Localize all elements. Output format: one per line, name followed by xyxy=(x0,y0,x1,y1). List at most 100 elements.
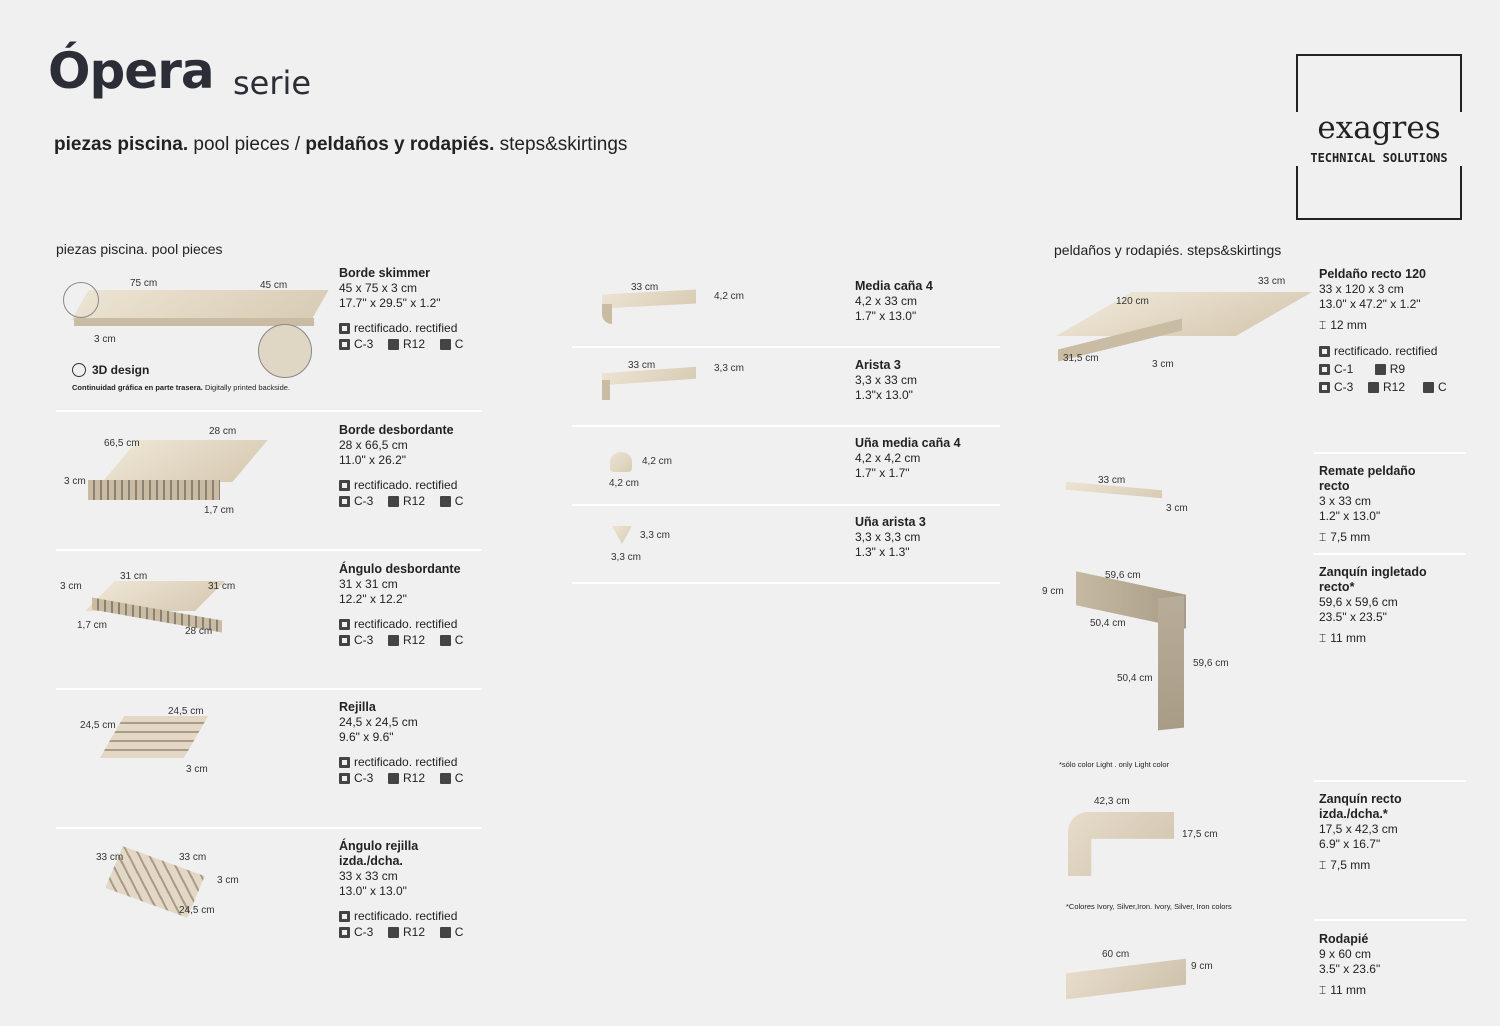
thickness-row: ⌶11 mm xyxy=(1319,630,1427,646)
dim-label: 3 cm xyxy=(60,581,82,592)
pool-item-image-angulo: 3 cm 31 cm 31 cm 1,7 cm 28 cm xyxy=(56,565,316,645)
pool-item-image-skimmer: 75 cm 45 cm 3 cm xyxy=(60,270,330,390)
divider xyxy=(56,410,482,412)
divider xyxy=(56,688,482,690)
chemical-icon xyxy=(1319,381,1330,393)
dim-label: 120 cm xyxy=(1116,296,1149,307)
slip-icon xyxy=(1374,363,1386,375)
product-name-2: izda./dcha.* xyxy=(1319,807,1388,821)
logo-name: exagres xyxy=(1317,110,1441,146)
color-note: *Colores Ivory, Silver,Iron. Ivory, Silv… xyxy=(1066,902,1232,911)
slip-c-icon xyxy=(439,495,451,507)
rectified-label: rectificado. rectified xyxy=(354,755,458,769)
product-name: Zanquín ingletado xyxy=(1319,565,1427,579)
3d-icon xyxy=(72,363,86,377)
steps-item-info: Zanquín ingletado recto* 59,6 x 59,6 cm … xyxy=(1319,565,1427,646)
product-name: Media caña 4 xyxy=(855,279,933,293)
product-name: Borde desbordante xyxy=(339,423,454,437)
divider xyxy=(572,582,1000,584)
rating-r12: R12 xyxy=(403,771,426,785)
chemical-icon xyxy=(339,926,350,938)
product-dim-in: 12.2" x 12.2" xyxy=(339,592,407,606)
dim-label: 9 cm xyxy=(1191,961,1213,972)
rating-r12: R12 xyxy=(403,337,426,351)
dim-label: 3 cm xyxy=(1166,503,1188,514)
thickness-row: ⌶11 mm xyxy=(1319,982,1380,998)
rectified-row: rectificado. rectified xyxy=(339,477,463,493)
rating-row: C-3 R12 C xyxy=(339,770,463,786)
design3d-note: Continuidad gráfica en parte trasera. Di… xyxy=(72,383,290,392)
page-subtitle: piezas piscina. pool pieces / peldaños y… xyxy=(54,134,627,156)
slip-icon xyxy=(388,338,400,350)
product-dim-cm: 28 x 66,5 cm xyxy=(339,438,408,452)
product-dim-in: 23.5" x 23.5" xyxy=(1319,610,1387,624)
product-dim-cm: 3,3 x 3,3 cm xyxy=(855,530,921,544)
thickness-row: ⌶7,5 mm xyxy=(1319,529,1416,545)
product-dim-in: 9.6" x 9.6" xyxy=(339,730,394,744)
dim-label: 28 cm xyxy=(185,626,213,637)
product-name-2: recto* xyxy=(1319,580,1355,594)
slip-icon xyxy=(388,634,400,646)
rating-c3: C-3 xyxy=(354,925,374,939)
middle-item-image-media-cana: 33 cm 4,2 cm xyxy=(600,280,760,330)
product-dim-cm: 45 x 75 x 3 cm xyxy=(339,281,418,295)
middle-item-info: Uña media caña 4 4,2 x 4,2 cm 1.7" x 1.7… xyxy=(855,436,961,481)
product-dim-in: 1.3"x 13.0" xyxy=(855,388,913,402)
product-dim-cm: 33 x 33 cm xyxy=(339,869,398,883)
steps-item-image-rodapie: 60 cm 9 cm xyxy=(1062,944,1232,1004)
rating-c: C xyxy=(454,925,464,939)
product-name: Peldaño recto 120 xyxy=(1319,267,1426,281)
rectified-row: rectificado. rectified xyxy=(339,320,463,336)
dim-label: 4,2 cm xyxy=(714,291,745,302)
middle-item-info: Arista 3 3,3 x 33 cm 1.3"x 13.0" xyxy=(855,358,917,403)
rating-row: C-3 R12 C xyxy=(339,336,463,352)
rating-row-1: C-1 R9 xyxy=(1319,361,1447,377)
rectified-row: rectificado. rectified xyxy=(339,908,463,924)
dim-label: 42,3 cm xyxy=(1094,796,1130,807)
rating-c: C xyxy=(454,771,464,785)
rectified-label: rectificado. rectified xyxy=(1334,344,1438,358)
dim-label: 1,7 cm xyxy=(77,620,108,631)
rectified-label: rectificado. rectified xyxy=(354,321,458,335)
rectified-icon xyxy=(339,618,350,630)
product-name: Borde skimmer xyxy=(339,266,431,280)
middle-item-info: Media caña 4 4,2 x 33 cm 1.7" x 13.0" xyxy=(855,279,933,324)
subtitle-c: peldaños y rodapiés. xyxy=(305,134,495,155)
design3d-note-a: Continuidad gráfica en parte trasera. xyxy=(72,383,203,392)
rating-c3: C-3 xyxy=(354,337,374,351)
dim-label: 33 cm xyxy=(96,852,124,863)
dim-label: 3,3 cm xyxy=(714,363,745,374)
rectified-label: rectificado. rectified xyxy=(354,909,458,923)
pool-item-image-desbordante: 66,5 cm 28 cm 3 cm 1,7 cm xyxy=(60,422,320,522)
thickness-value: 7,5 mm xyxy=(1330,858,1371,872)
rating-r9: R9 xyxy=(1389,362,1406,376)
rating-c3: C-3 xyxy=(354,633,374,647)
rating-c: C xyxy=(454,337,464,351)
rectified-icon xyxy=(339,479,350,491)
section-steps-heading: peldaños y rodapiés. steps&skirtings xyxy=(1054,242,1282,258)
design3d-badge: 3D design xyxy=(72,363,149,377)
dim-label: 75 cm xyxy=(130,278,158,289)
thickness-value: 12 mm xyxy=(1330,318,1367,332)
color-note: *sólo color Light . only Light color xyxy=(1059,760,1170,769)
dim-label: 28 cm xyxy=(209,426,237,437)
dim-label: 24,5 cm xyxy=(80,720,116,731)
dim-label: 31 cm xyxy=(120,571,148,582)
rating-c: C xyxy=(454,494,464,508)
design3d-note-b: Digitally printed backside. xyxy=(204,383,291,392)
pool-item-image-angulo-rejilla: 33 cm 33 cm 3 cm 24,5 cm xyxy=(88,846,248,920)
rectified-row: rectificado. rectified xyxy=(1319,343,1447,359)
dim-label: 60 cm xyxy=(1102,949,1130,960)
product-dim-in: 11.0" x 26.2" xyxy=(339,453,407,467)
divider xyxy=(1314,452,1466,454)
page-title-serie: serie xyxy=(233,64,312,102)
middle-item-image-arista: 33 cm 3,3 cm xyxy=(600,358,760,408)
thickness-icon: ⌶ xyxy=(1319,529,1327,544)
thickness-icon: ⌶ xyxy=(1319,317,1327,332)
dim-label: 4,2 cm xyxy=(609,478,640,489)
product-dim-cm: 17,5 x 42,3 cm xyxy=(1319,822,1398,836)
rating-c: C xyxy=(1438,380,1447,394)
product-dim-in: 1.7" x 1.7" xyxy=(855,466,910,480)
product-name: Uña arista 3 xyxy=(855,515,926,529)
product-dim-in: 6.9" x 16.7" xyxy=(1319,837,1381,851)
